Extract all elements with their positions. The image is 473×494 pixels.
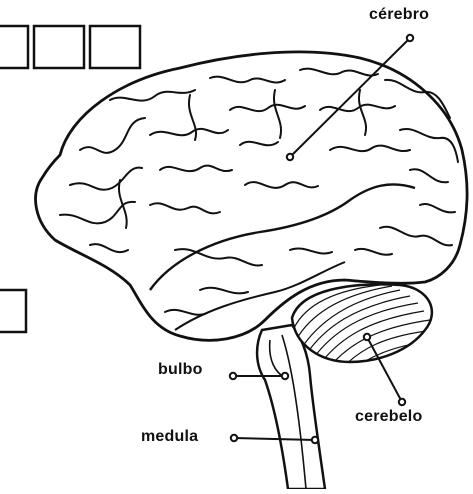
label-cerebro: cérebro	[369, 6, 429, 24]
answer-box[interactable]	[0, 26, 28, 68]
label-medula: medula	[141, 428, 198, 446]
answer-box[interactable]	[34, 26, 84, 68]
answer-box[interactable]	[90, 26, 140, 68]
label-cerebelo: cerebelo	[355, 408, 422, 426]
label-bulbo: bulbo	[158, 361, 203, 379]
answer-box[interactable]	[0, 290, 26, 332]
